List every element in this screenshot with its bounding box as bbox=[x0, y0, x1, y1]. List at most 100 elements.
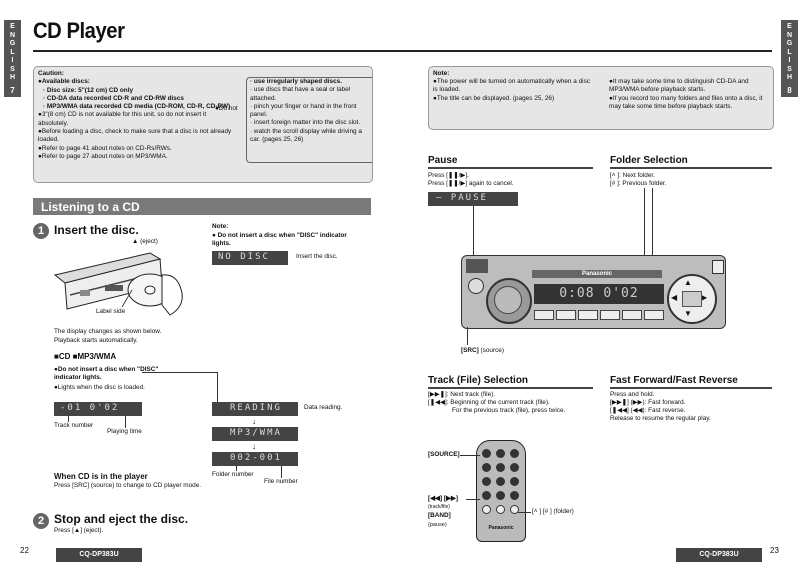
lcd-track: -01 0'02 bbox=[54, 402, 142, 416]
unit-brand: Panasonic bbox=[532, 270, 662, 278]
step-1-badge: 1 bbox=[33, 223, 49, 239]
unit-knob-small[interactable] bbox=[468, 278, 484, 294]
pause-leader bbox=[473, 206, 474, 258]
ffwd-line-2: [▶▶❚] (▶▶): Fast forward. bbox=[610, 399, 686, 406]
arrow-down-2: ↓ bbox=[252, 442, 256, 451]
preset-4-button[interactable] bbox=[600, 310, 620, 320]
pause-line-2: Press [❚❚/▶] again to cancel. bbox=[428, 180, 514, 187]
folder-heading: Folder Selection bbox=[610, 155, 772, 169]
remote-track-label: [◀◀] [▶▶] bbox=[428, 495, 458, 502]
caution-cdda: · CD-DA data recorded CD-R and CD-RW dis… bbox=[43, 94, 184, 102]
caution-dn2: · use discs that have a seal or label at… bbox=[250, 86, 351, 102]
track-line-1: [▶▶❚]: Next track (file). bbox=[428, 391, 496, 398]
remote-power-button[interactable] bbox=[510, 449, 519, 458]
preset-2-button[interactable] bbox=[556, 310, 576, 320]
bullet-do-not-insert: ●Do not insert a disc when "DISC" indica… bbox=[54, 366, 159, 382]
step-2-text: Press [▲] (eject). bbox=[54, 527, 104, 534]
cd-mp3-heading: ■CD ■MP3/WMA bbox=[54, 352, 117, 361]
label-side-caption: Label side bbox=[96, 308, 126, 315]
folder-leader-2 bbox=[652, 188, 653, 278]
caution-left-column: Caution: ●Available discs: · Disc size: … bbox=[38, 70, 234, 161]
caution-available: ●Available discs: bbox=[38, 78, 90, 86]
volume-knob[interactable] bbox=[486, 278, 532, 324]
right-note-3: ●It may take some time to distinguish CD… bbox=[609, 78, 749, 94]
folder-number-leader bbox=[236, 466, 237, 471]
lcd-reading: READING bbox=[212, 402, 298, 416]
caution-dn3: · pinch your finger or hand in the front… bbox=[250, 102, 357, 119]
remote-brand: Panasonic bbox=[488, 525, 514, 531]
navigation-dial[interactable]: ▲ ▼ ◀ ▶ bbox=[667, 274, 717, 324]
connector-h bbox=[142, 372, 217, 373]
caution-dn4: · insert foreign matter into the disc sl… bbox=[250, 119, 361, 127]
track-number-leader bbox=[68, 416, 69, 422]
track-heading: Track (File) Selection bbox=[428, 375, 593, 389]
src-leader bbox=[467, 327, 468, 345]
remote-band-button[interactable] bbox=[482, 505, 491, 514]
head-unit: Panasonic 0:08 0'02 ▲ ▼ ◀ ▶ bbox=[461, 255, 726, 329]
step-2-title: Stop and eject the disc. bbox=[54, 512, 189, 526]
down-arrow-icon: ▼ bbox=[684, 309, 692, 318]
bullet-lights: ●Lights when the disc is loaded. bbox=[54, 384, 145, 391]
lcd-mp3: MP3/WMA bbox=[212, 427, 298, 441]
caution-heading: Caution: bbox=[38, 70, 64, 77]
remote-mute-button[interactable] bbox=[496, 449, 505, 458]
folder-line-1: [˄ ]: Next folder. bbox=[610, 172, 655, 179]
file-number-label: File number bbox=[264, 478, 298, 485]
page-number-right: 23 bbox=[770, 546, 779, 555]
playback-starts-text: Playback starts automatically. bbox=[54, 337, 138, 344]
remote-band-label: [BAND] bbox=[428, 512, 451, 519]
remote-pause-label: (pause) bbox=[428, 522, 447, 528]
remote-track-sub: (track/file) bbox=[428, 504, 450, 510]
preset-buttons bbox=[534, 310, 664, 320]
arrow-down-1: ↓ bbox=[252, 417, 256, 426]
display-changes-text: The display changes as shown below. bbox=[54, 328, 162, 335]
remote-source-leader bbox=[460, 455, 480, 456]
right-note-4: ●If you record too many folders and file… bbox=[609, 95, 763, 111]
left-arrow-icon: ◀ bbox=[671, 293, 678, 302]
caution-dn1: · use irregularly shaped discs. bbox=[250, 78, 342, 85]
unit-label-block bbox=[466, 259, 488, 273]
right-note-2: ●The title can be displayed. (pages 25, … bbox=[433, 95, 555, 102]
preset-6-button[interactable] bbox=[644, 310, 664, 320]
track-line-3: For the previous track (file), press twi… bbox=[452, 407, 566, 414]
caution-dn5: · watch the scroll display while driving… bbox=[250, 127, 362, 144]
folder-leader-1 bbox=[644, 188, 645, 278]
ffwd-line-4: Release to resume the regular play. bbox=[610, 415, 711, 422]
ffwd-heading: Fast Forward/Fast Reverse bbox=[610, 375, 772, 389]
remote-folder-label: [˄ ] [# ] (folder) bbox=[532, 508, 574, 515]
step-2-badge: 2 bbox=[33, 513, 49, 529]
disc-insert-illustration bbox=[53, 252, 183, 316]
caution-three-inch: ●3"(8 cm) CD is not available for this u… bbox=[38, 111, 207, 127]
ffwd-line-1: Press and hold. bbox=[610, 391, 655, 398]
preset-1-button[interactable] bbox=[534, 310, 554, 320]
playing-time-leader bbox=[125, 416, 126, 428]
right-note-box: Note: ●The power will be turned on autom… bbox=[428, 66, 774, 130]
preset-3-button[interactable] bbox=[578, 310, 598, 320]
connector-v bbox=[217, 372, 218, 402]
up-arrow-icon: ▲ bbox=[684, 278, 692, 287]
note-heading-1: Note: bbox=[212, 223, 229, 230]
remote-track-leader bbox=[466, 499, 480, 500]
pause-line-1: Press [❚❚/▶]. bbox=[428, 172, 469, 179]
caution-box: Caution: ●Available discs: · Disc size: … bbox=[33, 66, 373, 183]
model-tab-right: CQ-DP383U bbox=[676, 548, 762, 562]
remote-control: Panasonic bbox=[476, 440, 526, 542]
ffwd-line-3: [❚◀◀] (◀◀): Fast reverse. bbox=[610, 407, 686, 414]
eject-label: ▲ (eject) bbox=[132, 238, 158, 245]
title-rule bbox=[33, 50, 772, 52]
remote-source-label: [SOURCE] bbox=[428, 451, 460, 458]
remote-folder-button[interactable] bbox=[510, 505, 519, 514]
preset-5-button[interactable] bbox=[622, 310, 642, 320]
track-number-label: Track number bbox=[54, 422, 94, 429]
eject-button[interactable] bbox=[712, 260, 724, 274]
remote-source-button[interactable] bbox=[482, 449, 491, 458]
model-tab-left: CQ-DP383U bbox=[56, 548, 142, 562]
caution-size: · Disc size: 5"(12 cm) CD only bbox=[43, 86, 134, 94]
page-title: CD Player bbox=[33, 18, 125, 43]
file-number-leader bbox=[281, 466, 282, 478]
folder-number-label: Folder number bbox=[212, 471, 254, 478]
when-cd-text: Press [SRC] (source) to change to CD pla… bbox=[54, 482, 202, 489]
section-bar-listening: Listening to a CD bbox=[33, 198, 371, 215]
playing-time-label: Playing time bbox=[107, 428, 142, 435]
